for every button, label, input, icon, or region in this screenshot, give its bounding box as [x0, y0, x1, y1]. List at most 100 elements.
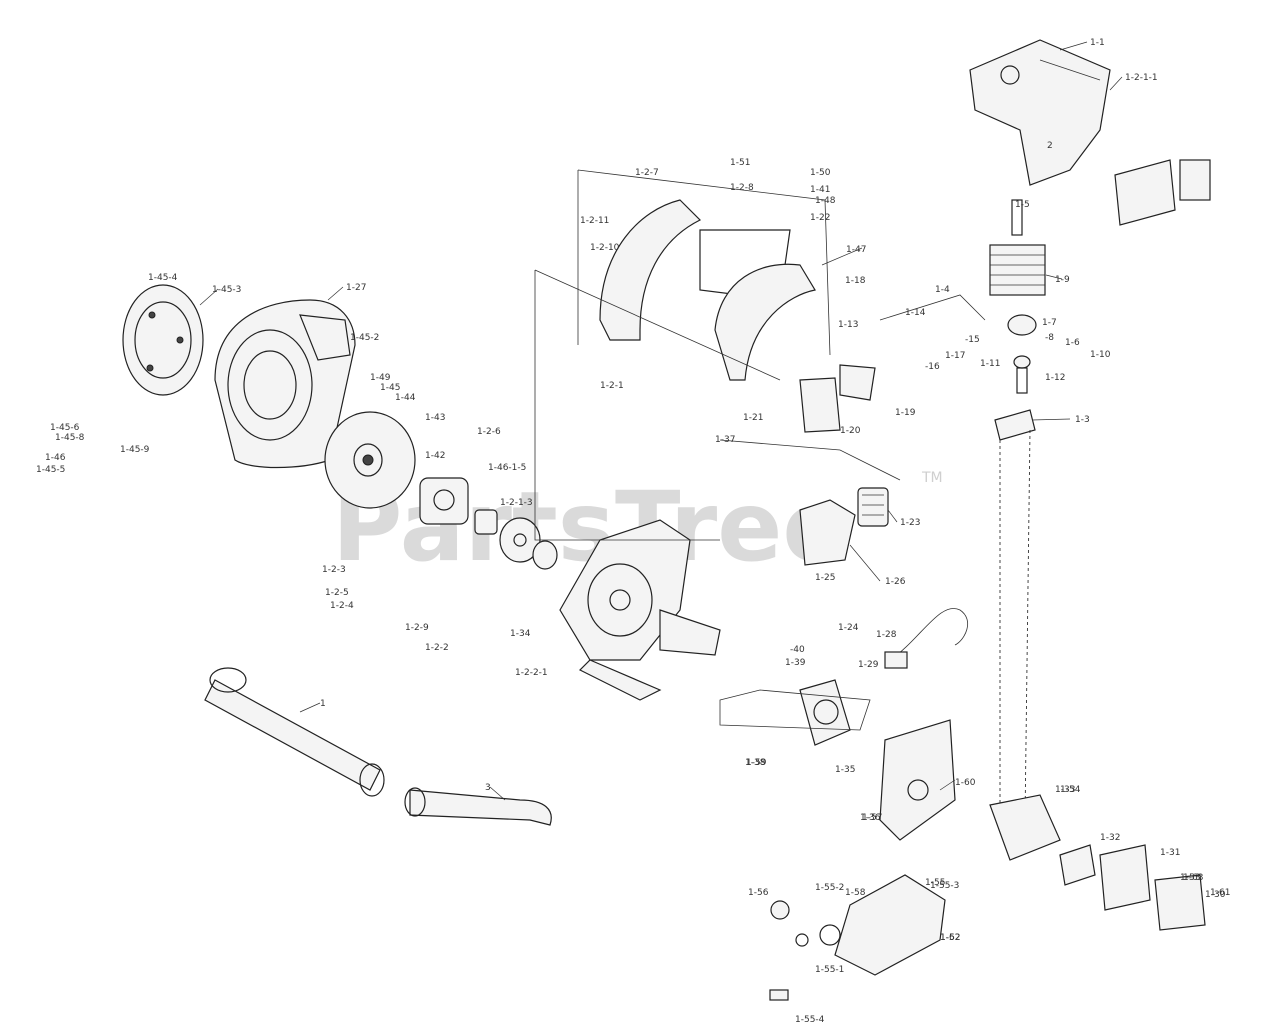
air-filter: [799, 487, 889, 566]
callout: 1-2-1-1: [1125, 73, 1158, 83]
callout: 1-2-1-3: [500, 498, 533, 508]
ignition-coil: [799, 679, 851, 746]
callout: 1-33: [1055, 785, 1075, 795]
callout: 1-31: [1160, 848, 1180, 858]
callout: 2: [1047, 141, 1053, 151]
callout: 1-57: [862, 813, 882, 823]
callout: -8: [1045, 333, 1054, 343]
callout: 1-22: [810, 213, 830, 223]
callout: 1-58: [845, 888, 866, 898]
callout: 1-10: [1090, 350, 1111, 360]
callout: 1-61: [1210, 888, 1230, 898]
piston-assembly: [1007, 314, 1037, 394]
callout: 1-23: [900, 518, 920, 528]
callout: 1-26: [885, 577, 906, 587]
callout: 1-2-8: [730, 183, 754, 193]
callout: 1-2-11: [580, 216, 609, 226]
recoil-starter: [419, 477, 498, 535]
callout: 1-1: [1090, 38, 1105, 48]
callout: 1-59: [746, 758, 767, 768]
leader-lines: [534, 169, 986, 731]
callout: 1-14: [905, 308, 926, 318]
callout: 1-12: [1045, 373, 1065, 383]
muffler: [1114, 159, 1211, 226]
callout: 1-45-3: [212, 285, 241, 295]
callout: -40: [790, 645, 805, 655]
callout: 1-43: [425, 413, 445, 423]
crankcase: [559, 519, 721, 701]
callout: 1-60: [955, 778, 976, 788]
callout: 1-17: [945, 351, 965, 361]
callout: 1-3: [1075, 415, 1090, 425]
callout: 1-45: [380, 383, 400, 393]
callout: 1-34: [510, 629, 531, 639]
callout: 1-13: [838, 320, 858, 330]
callout: 1-45-4: [148, 273, 178, 283]
callout: 1-55-1: [815, 965, 844, 975]
callout: 1-18: [845, 276, 866, 286]
callout: 1-45-5: [36, 465, 65, 475]
callout-labels: 1-1 1-2-1-1 1-3 1-4 1-5 1-6 1-7 -8 1-9 1…: [36, 38, 1230, 1025]
callout: 1-45-6: [50, 423, 80, 433]
blower-tube-2: [404, 787, 552, 826]
callout: 1-55: [925, 878, 945, 888]
callout: 1-28: [876, 630, 897, 640]
callout: 1-38: [745, 758, 766, 768]
callout: 1-46-1-5: [488, 463, 526, 473]
callout: 1-27: [346, 283, 366, 293]
watermark-tm: TM: [921, 470, 943, 486]
callout-leaders: [199, 41, 1123, 801]
callout: 1-2-2-1: [515, 668, 548, 678]
callout: 1-36: [860, 813, 881, 823]
fan-cover-plate: [122, 284, 204, 396]
blower-tube-1: [204, 667, 385, 797]
callout: 1-6: [1065, 338, 1080, 348]
callout: 1-19: [895, 408, 916, 418]
callout: 1-52: [940, 933, 960, 943]
callout: -16: [925, 362, 940, 372]
callout: 1-45-8: [55, 433, 85, 443]
callout: 1-37: [715, 435, 735, 445]
callout: 1-25: [815, 573, 835, 583]
callout: 1-55-4: [795, 1015, 825, 1025]
callout: 1-46: [45, 453, 66, 463]
engine-shroud: [969, 39, 1111, 186]
callout: 1-41: [810, 185, 830, 195]
callout: 1-49: [370, 373, 391, 383]
cylinder: [989, 199, 1046, 296]
callout: 1-47: [846, 245, 866, 255]
fan-housing: [214, 299, 356, 469]
callout: 1-45-9: [120, 445, 150, 455]
callout: 1-55-2: [815, 883, 844, 893]
callout: 1-2-10: [590, 243, 620, 253]
callout: 1-2-6: [477, 427, 501, 437]
callout: 1-39: [785, 658, 806, 668]
crankshaft-shaft: [994, 409, 1036, 821]
callout: 1-55-3: [930, 881, 959, 891]
callout: 1-2-9: [405, 623, 429, 633]
handle-frame: [599, 199, 876, 433]
callout: 1-21: [743, 413, 763, 423]
callout: 1-51: [730, 158, 750, 168]
throttle-cable: [889, 608, 969, 661]
callout: 1-56: [748, 888, 769, 898]
callout: 1-29: [858, 660, 879, 670]
callout: 1-62: [940, 933, 960, 943]
callout: 1-2-5: [325, 588, 349, 598]
callout: 1-53: [1180, 873, 1200, 883]
callout: 1-44: [395, 393, 416, 403]
callout: 1-11: [980, 359, 1000, 369]
callout: 1-35: [835, 765, 855, 775]
callout: -15: [965, 335, 980, 345]
callout: 1-42: [425, 451, 445, 461]
callout: 1-48: [815, 196, 836, 206]
callout: 1-45-2: [350, 333, 379, 343]
callout: 1-9: [1055, 275, 1070, 285]
callout: 3: [485, 783, 491, 793]
callout: 1-24: [838, 623, 859, 633]
starter-housing: [879, 719, 956, 841]
callout: 1-2-2: [425, 643, 449, 653]
callout: 1-32: [1100, 833, 1120, 843]
callout: 1-2-4: [330, 601, 354, 611]
